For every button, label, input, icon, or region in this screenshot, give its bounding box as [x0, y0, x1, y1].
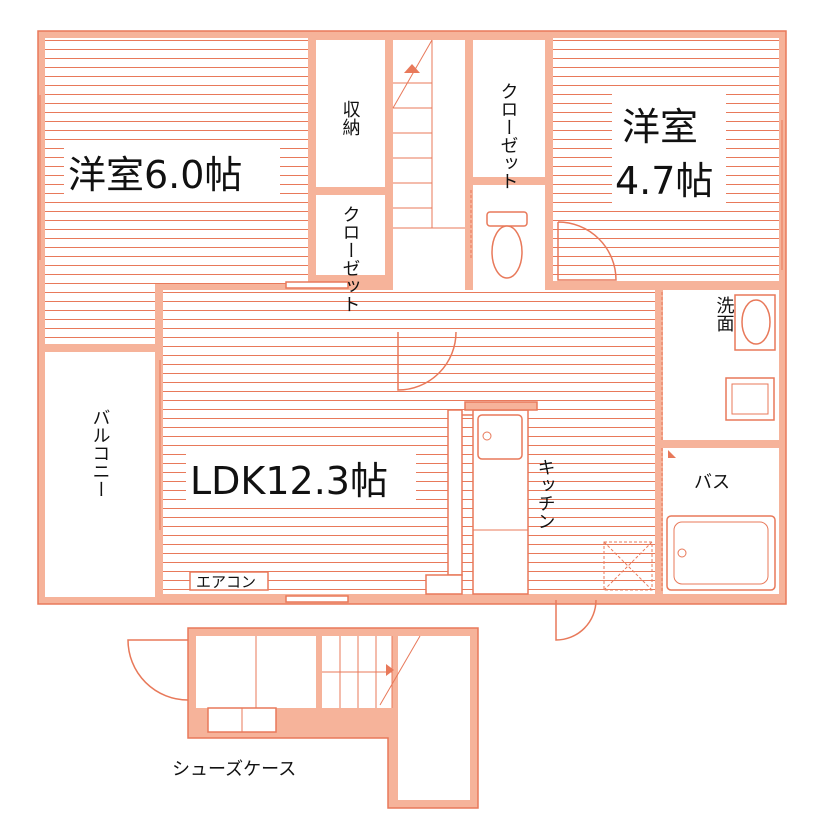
label-kitchen: キッチン: [535, 458, 556, 530]
stairs-steps: [392, 39, 465, 229]
bathtub-icon: [666, 515, 776, 591]
label-bath: バス: [694, 472, 730, 493]
label-washroom: 洗面: [714, 296, 735, 332]
entrance-corridor: [398, 636, 470, 800]
room-closet-upper: [473, 40, 545, 177]
label-aircon: エアコン: [196, 573, 256, 591]
room-western-a-lower: [45, 284, 155, 344]
windows: [39, 95, 783, 603]
label-western-b-2: 4.7帖: [615, 159, 713, 203]
room-closet-lower: [316, 195, 385, 275]
label-storage: 収納: [340, 100, 361, 136]
labels: 洋室6.0帖 洋室 4.7帖 LDK12.3帖 収納 クローゼット クローゼット…: [64, 82, 735, 780]
label-closet-upper: クローゼット: [498, 82, 519, 190]
entrance-door: [127, 639, 189, 701]
toilet-icon: [470, 190, 528, 279]
shoe-case: [207, 707, 277, 733]
entrance-steps: [322, 635, 421, 708]
label-western-a: 洋室6.0帖: [68, 153, 242, 197]
label-ldk: LDK12.3帖: [190, 459, 388, 503]
label-shoe-case: シューズケース: [172, 759, 296, 780]
sink-icon: [725, 294, 776, 421]
fridge-space: [603, 541, 653, 591]
label-balcony: バルコニー: [90, 408, 111, 498]
kitchen-counter: [425, 401, 538, 595]
label-western-b-1: 洋室: [622, 105, 698, 149]
room-ldk: [163, 290, 655, 594]
lower-floor: [127, 627, 479, 809]
stairs: [393, 40, 465, 320]
aircon-unit: [189, 571, 269, 591]
room-balcony: [45, 352, 155, 597]
room-storage: [316, 40, 385, 187]
label-closet-lower: クローゼット: [340, 205, 361, 313]
doors: [397, 221, 676, 641]
